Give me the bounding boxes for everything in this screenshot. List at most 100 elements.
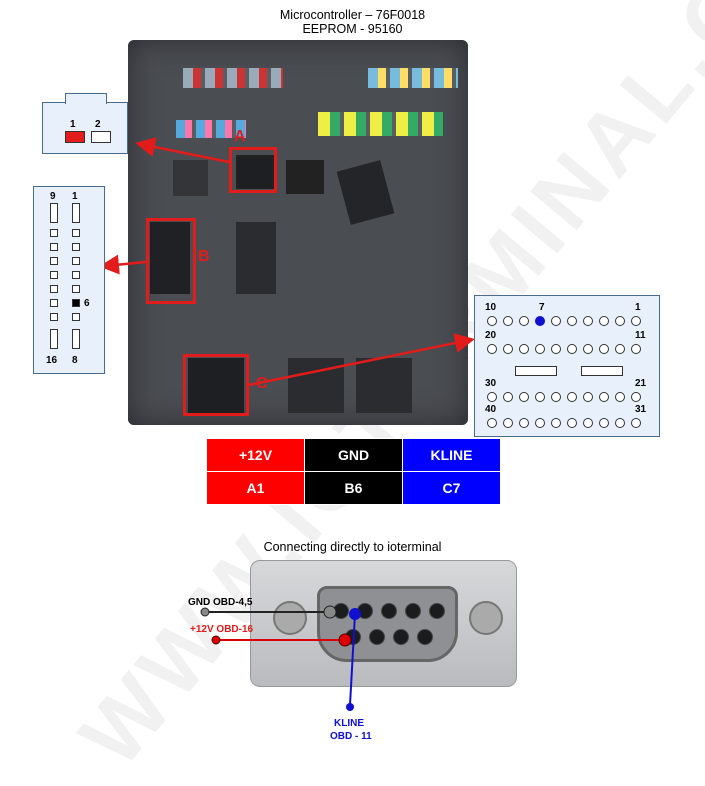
db9-screw-left — [273, 601, 307, 635]
fuse-row-mid-right — [318, 112, 443, 136]
pin-label-c1: 1 — [635, 302, 641, 313]
pin-c — [599, 392, 609, 402]
pin-c — [631, 316, 641, 326]
pin-label-c31: 31 — [635, 404, 647, 415]
pin-b1 — [72, 203, 80, 223]
db9-socket — [317, 586, 458, 662]
highlight-box-c — [183, 354, 249, 416]
obd-12v-label: +12V OBD-16 — [190, 624, 254, 635]
fuse-row-mid — [176, 120, 246, 138]
pin-c — [615, 316, 625, 326]
pin-c — [583, 418, 593, 428]
pin-c — [583, 316, 593, 326]
pointer-arrows — [99, 137, 475, 387]
arrow-c — [248, 333, 475, 387]
pin-label-c21: 21 — [635, 378, 647, 389]
pin-c — [615, 392, 625, 402]
socket-mid — [286, 160, 324, 194]
pin-c — [519, 316, 529, 326]
socket-b2 — [236, 222, 276, 294]
pin-c — [599, 418, 609, 428]
obd-wiring — [200, 605, 361, 711]
pin-label-c20: 20 — [485, 330, 497, 341]
pin-b — [50, 229, 58, 237]
socket-small-left — [173, 160, 208, 196]
pin-b — [50, 285, 58, 293]
pin-label-b1: 1 — [72, 191, 78, 202]
pin-c — [487, 316, 497, 326]
pin-c — [487, 392, 497, 402]
pin-b — [50, 313, 58, 321]
pin-label-c11: 11 — [635, 330, 646, 341]
key-slot-right — [581, 366, 623, 376]
pin-label-c40: 40 — [485, 404, 497, 415]
title-eeprom: EEPROM - 95160 — [302, 22, 403, 36]
pin-c — [583, 344, 593, 354]
db9-screw-right — [469, 601, 503, 635]
pin-c — [583, 392, 593, 402]
pin-b — [72, 285, 80, 293]
pin-label-b6: 6 — [84, 298, 90, 309]
key-slot-left — [515, 366, 557, 376]
pin-c — [487, 418, 497, 428]
pin-c — [519, 344, 529, 354]
pin-c — [599, 316, 609, 326]
obd-kline-label: KLINE — [334, 718, 364, 729]
pin-b9 — [50, 203, 58, 223]
db9-connector-plate — [250, 560, 517, 687]
connector-c-pinout: 10 7 1 20 11 30 21 40 31 — [474, 295, 660, 437]
db9-pin — [381, 603, 397, 619]
pin-b — [72, 243, 80, 251]
pin-label-c30: 30 — [485, 378, 497, 389]
pin-b — [50, 299, 58, 307]
pin-label-a1: 1 — [70, 119, 76, 130]
socket-b — [150, 222, 190, 294]
pin-c — [487, 344, 497, 354]
pin-c — [631, 344, 641, 354]
db9-pin — [393, 629, 409, 645]
pin-label-a2: 2 — [95, 119, 101, 130]
pin-c — [615, 344, 625, 354]
table-value-a1: A1 — [206, 471, 305, 505]
subtitle-ioterminal: Connecting directly to ioterminal — [263, 540, 442, 554]
callout-a: A — [234, 128, 246, 145]
pin-c — [551, 392, 561, 402]
pin-b — [50, 257, 58, 265]
pin-c — [503, 418, 513, 428]
connector-b-pinout: 9 1 6 16 8 — [33, 186, 105, 374]
connector-a-tab — [65, 93, 107, 104]
fuse-row-right — [368, 68, 458, 88]
arrow-a — [135, 137, 230, 164]
pin-c — [551, 418, 561, 428]
arrow-b — [99, 254, 147, 275]
pin-c7-blue — [535, 316, 545, 326]
pin-c — [519, 392, 529, 402]
pin-assignment-table: +12V GND KLINE A1 B6 C7 — [206, 438, 501, 505]
pin-c — [535, 344, 545, 354]
pin-label-c10: 10 — [485, 302, 497, 313]
pin-c — [567, 316, 577, 326]
pin-c — [503, 316, 513, 326]
pin-c — [519, 418, 529, 428]
pin-label-c7: 7 — [539, 302, 545, 313]
pin-b — [72, 313, 80, 321]
obd-kline-pin-label: OBD - 11 — [330, 731, 372, 742]
pin-b — [50, 243, 58, 251]
pin-b — [72, 271, 80, 279]
pin-c — [631, 418, 641, 428]
table-value-c7: C7 — [402, 471, 501, 505]
pin-label-b16: 16 — [46, 355, 58, 366]
table-header-gnd: GND — [304, 438, 403, 472]
pin-b16 — [50, 329, 58, 349]
pin-b — [72, 229, 80, 237]
db9-pin — [429, 603, 445, 619]
pin-label-b9: 9 — [50, 191, 56, 202]
table-value-b6: B6 — [304, 471, 403, 505]
pin-c — [551, 316, 561, 326]
table-value-row: A1 B6 C7 — [206, 471, 501, 505]
pin-a2 — [91, 131, 111, 143]
pin-c — [567, 392, 577, 402]
pin-b — [50, 271, 58, 279]
connector-a-pinout: 1 2 — [42, 93, 128, 154]
socket-a — [236, 155, 274, 189]
